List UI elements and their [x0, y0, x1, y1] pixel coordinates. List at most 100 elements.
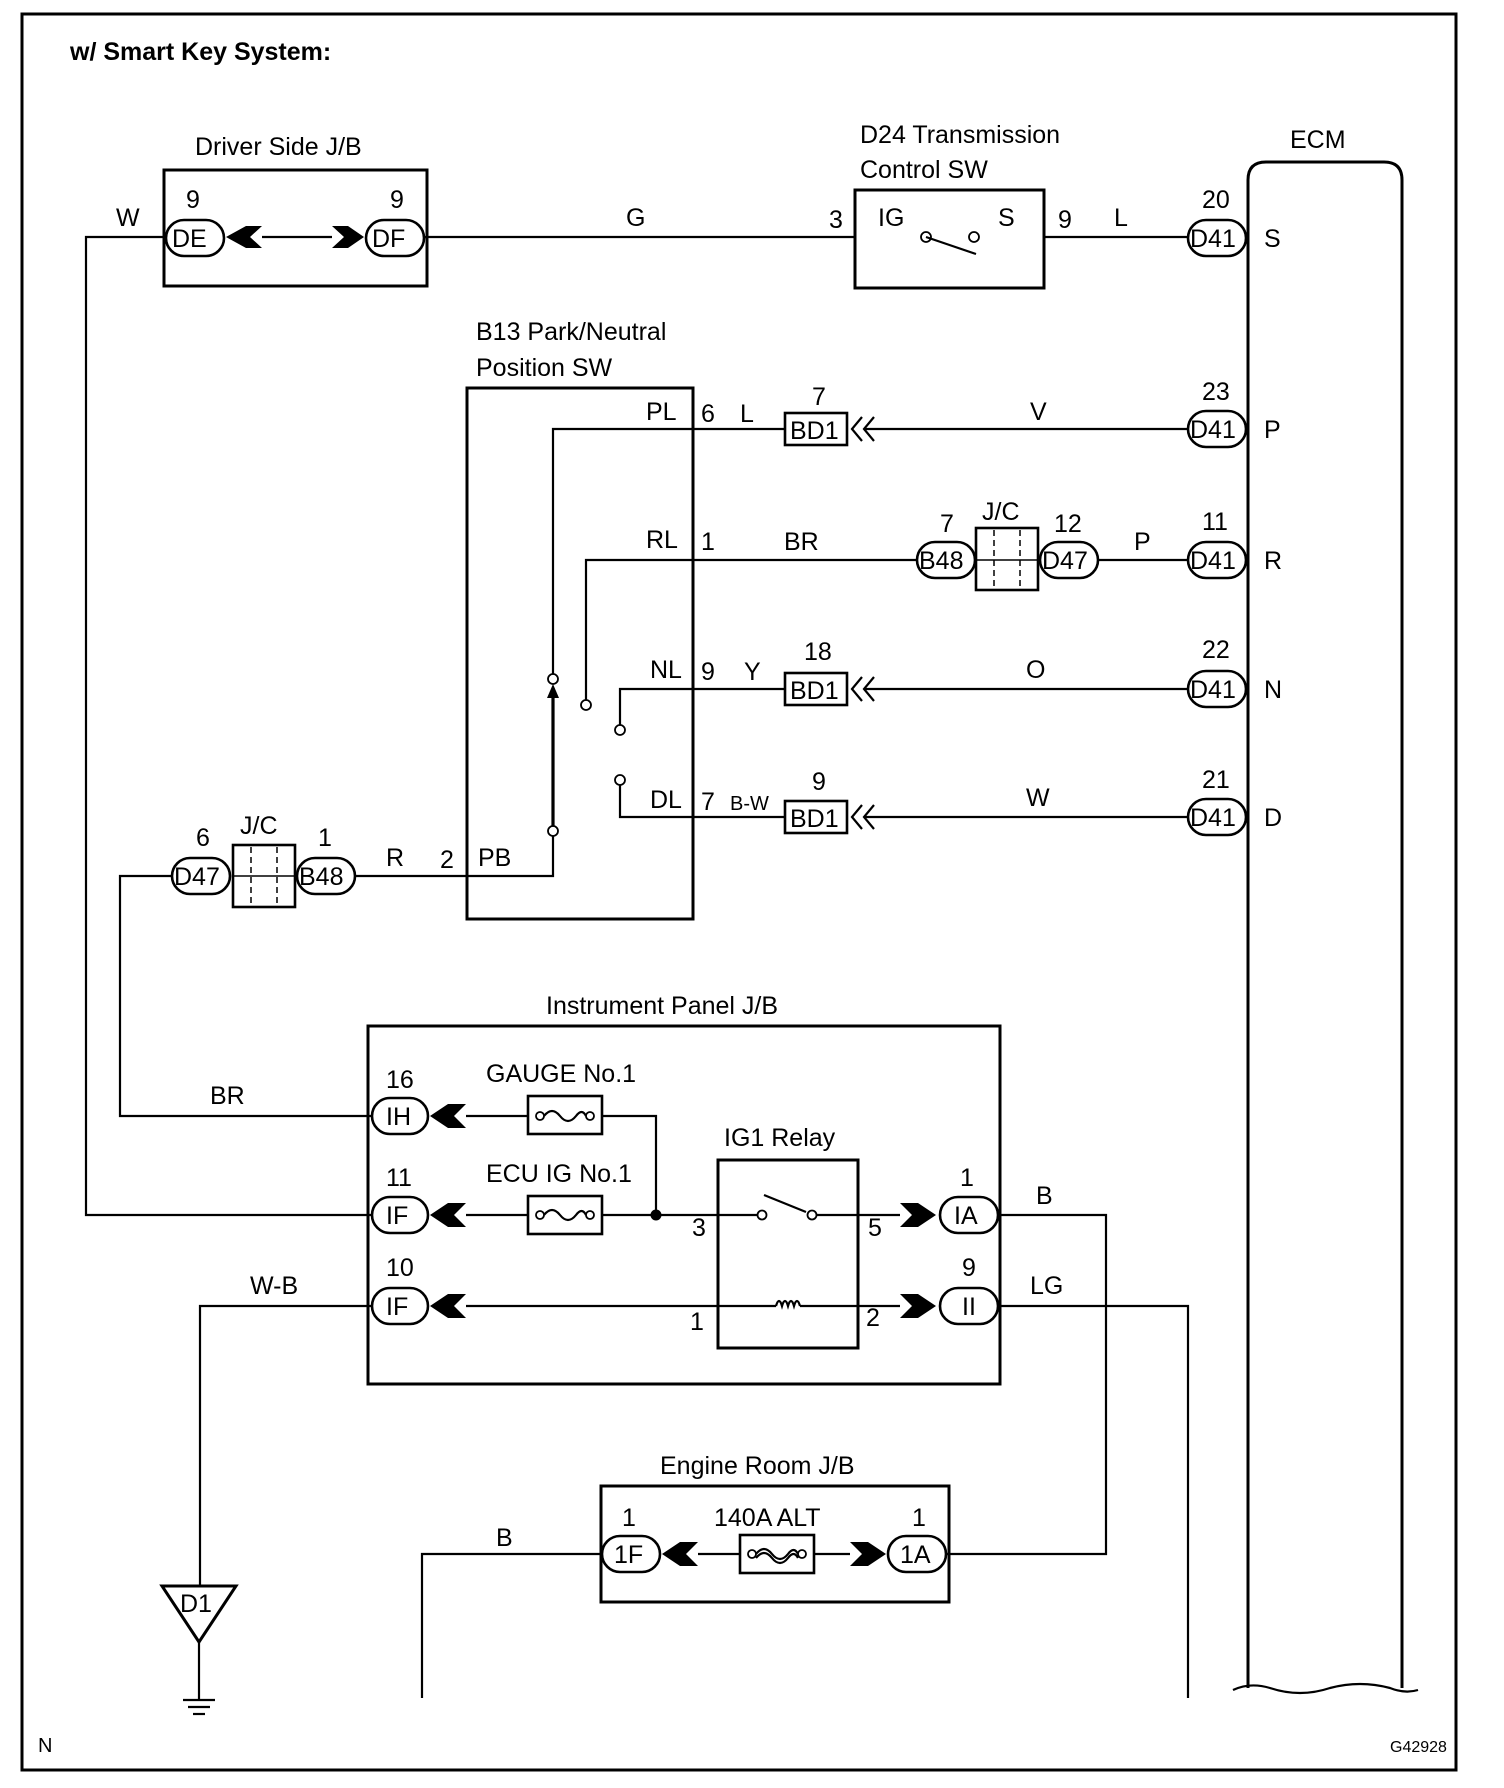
- pnp-pin-6: 6: [701, 400, 715, 428]
- arrow-left-icon: [662, 1542, 698, 1566]
- tcs-pin-9: 9: [1058, 206, 1072, 234]
- wire-color-br-ih: BR: [210, 1082, 245, 1110]
- wire-color-b-w: B-W: [730, 793, 769, 815]
- tcs-label-1: D24 Transmission: [860, 121, 1060, 149]
- wire-color-b-ia: B: [1036, 1182, 1053, 1210]
- relay-pin-2: 2: [866, 1304, 880, 1332]
- tcs-pin-3: 3: [829, 206, 843, 234]
- de-pin: 9: [186, 186, 200, 214]
- arrow-right-icon: [850, 1542, 886, 1566]
- er-1f-code: 1F: [614, 1541, 643, 1569]
- wire-color-w-de: W: [116, 204, 140, 232]
- pnp-pin-7: 7: [701, 788, 715, 816]
- jc1-b48-pin: 7: [940, 510, 954, 538]
- figure-id: G42928: [1390, 1739, 1447, 1756]
- connector-de-label: DE: [172, 225, 207, 253]
- jc1-label: J/C: [982, 498, 1020, 526]
- jc1-b48-code: B48: [919, 547, 963, 575]
- bd1-p-pin: 7: [812, 383, 826, 411]
- if-a-pin: 11: [386, 1164, 412, 1192]
- wire-color-w-d: W: [1026, 784, 1050, 812]
- park-neutral-position-switch: B13 Park/Neutral Position SW PL RL NL DL…: [465, 318, 695, 921]
- ecm-d-signal: D: [1264, 804, 1282, 832]
- pnp-label-2: Position SW: [476, 354, 613, 382]
- er-1a-code: 1A: [900, 1541, 931, 1569]
- ecm-r-signal: R: [1264, 547, 1282, 575]
- arrow-left-icon: [226, 226, 262, 248]
- arrow-left-icon: [430, 1104, 466, 1128]
- pnp-terminal-pl: PL: [646, 398, 677, 426]
- pnp-pin-9: 9: [701, 658, 715, 686]
- instrument-panel-jb: Instrument Panel J/B 16 IH GAUGE No.1 11…: [366, 992, 1002, 1386]
- ig1-relay-label: IG1 Relay: [724, 1124, 836, 1152]
- ecm-connector-n: 22 D41 N: [1186, 636, 1282, 709]
- jc-connector-pb: 6 J/C 1 D47 B48: [170, 812, 357, 909]
- ia-pin: 1: [960, 1164, 974, 1192]
- ecm-n-code: D41: [1190, 676, 1236, 704]
- bd1-d-code: BD1: [790, 805, 839, 833]
- driver-jb-label: Driver Side J/B: [195, 133, 362, 161]
- arrow-left-icon: [430, 1294, 466, 1318]
- ecm-r-code: D41: [1190, 547, 1236, 575]
- ecm-p-pin: 23: [1202, 378, 1230, 406]
- wire-color-br-rl: BR: [784, 528, 819, 556]
- relay-pin-1: 1: [690, 1308, 704, 1336]
- wire-color-g: G: [626, 204, 645, 232]
- er-jb-label: Engine Room J/B: [660, 1452, 855, 1480]
- engine-room-jb: Engine Room J/B 1 1F 140A ALT 1 1A: [599, 1452, 951, 1604]
- jc2-b48-pin: 1: [318, 824, 332, 852]
- wire-color-v: V: [1030, 398, 1047, 426]
- ia-code: IA: [954, 1202, 978, 1230]
- tcs-terminal-ig: IG: [878, 204, 904, 232]
- ecm-label: ECM: [1290, 126, 1346, 154]
- jc1-d47-pin: 12: [1054, 510, 1082, 538]
- bd1-p-code: BD1: [790, 417, 839, 445]
- pnp-pin-2: 2: [440, 846, 454, 874]
- if-b-pin: 10: [386, 1254, 414, 1282]
- ih-code: IH: [386, 1103, 411, 1131]
- ecm-s-code: D41: [1190, 225, 1236, 253]
- connector-bd1-p: 7 BD1: [783, 383, 875, 447]
- jc-connector-r: 7 J/C 12 B48 D47: [915, 498, 1100, 592]
- arrow-right-icon: [332, 226, 364, 248]
- tcs-label-2: Control SW: [860, 156, 988, 184]
- pnp-terminal-rl: RL: [646, 526, 678, 554]
- fuse-alt-label: 140A ALT: [714, 1504, 821, 1532]
- jc2-label: J/C: [240, 812, 278, 840]
- wire-color-y: Y: [744, 658, 761, 686]
- wire-color-lg: LG: [1030, 1272, 1063, 1300]
- arrow-left-icon: [430, 1203, 466, 1227]
- ecm-p-signal: P: [1264, 416, 1281, 444]
- ecm-d-pin: 21: [1202, 766, 1230, 794]
- df-pin: 9: [390, 186, 404, 214]
- ecm-s-pin: 20: [1202, 186, 1230, 214]
- wire-color-p: P: [1134, 528, 1151, 556]
- if-a-code: IF: [386, 1202, 408, 1230]
- er-1f-pin: 1: [622, 1504, 636, 1532]
- ih-pin: 16: [386, 1066, 414, 1094]
- jc2-d47-pin: 6: [196, 824, 210, 852]
- bd1-d-pin: 9: [812, 768, 826, 796]
- tcs-terminal-s: S: [998, 204, 1015, 232]
- pnp-terminal-nl: NL: [650, 656, 682, 684]
- pnp-terminal-pb: PB: [478, 844, 511, 872]
- fuse-icon: [526, 1194, 604, 1236]
- wire-color-l-s: L: [1114, 204, 1128, 232]
- relay-pin-5: 5: [868, 1214, 882, 1242]
- page-mark: N: [38, 1735, 52, 1757]
- ecm-r-pin: 11: [1202, 508, 1228, 536]
- er-1a-pin: 1: [912, 1504, 926, 1532]
- wire-color-l-pl: L: [740, 400, 754, 428]
- connector-bd1-n: 18 BD1: [783, 638, 875, 707]
- pnp-terminal-dl: DL: [650, 786, 682, 814]
- ecm-connector-r: 11 D41 R: [1186, 508, 1282, 580]
- ecm-s-signal: S: [1264, 225, 1281, 253]
- wire-color-o: O: [1026, 656, 1045, 684]
- if-b-code: IF: [386, 1293, 408, 1321]
- ecm-d-code: D41: [1190, 804, 1236, 832]
- bd1-n-pin: 18: [804, 638, 832, 666]
- ecm: ECM: [1232, 126, 1419, 1695]
- fusible-link-icon: [738, 1533, 816, 1575]
- ecm-p-code: D41: [1190, 416, 1236, 444]
